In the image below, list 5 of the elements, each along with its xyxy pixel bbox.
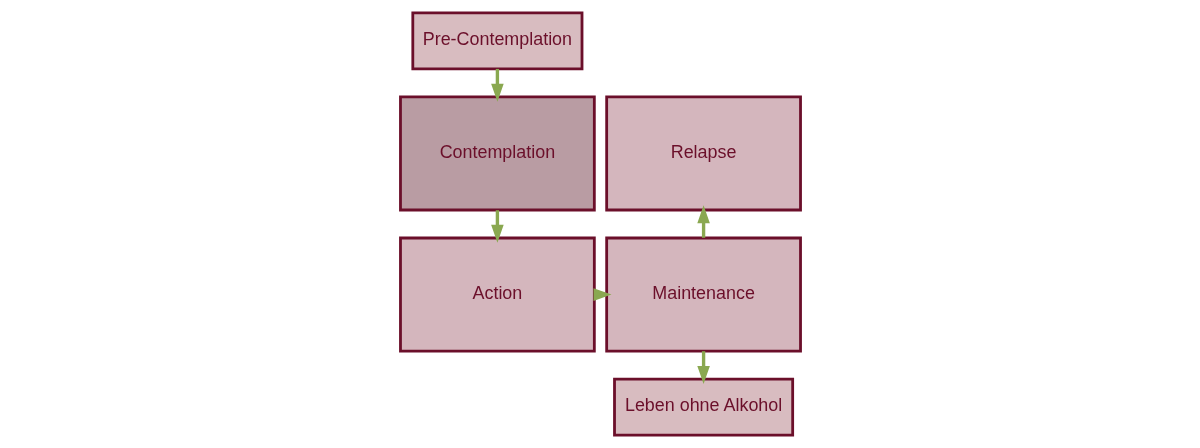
node-box: Relapse xyxy=(604,95,802,212)
node-box: Contemplation xyxy=(398,95,596,212)
node-box: Maintenance xyxy=(604,236,802,353)
node-box: Pre-Contemplation xyxy=(410,11,583,71)
node-box: Leben ohne Alkohol xyxy=(612,377,794,437)
